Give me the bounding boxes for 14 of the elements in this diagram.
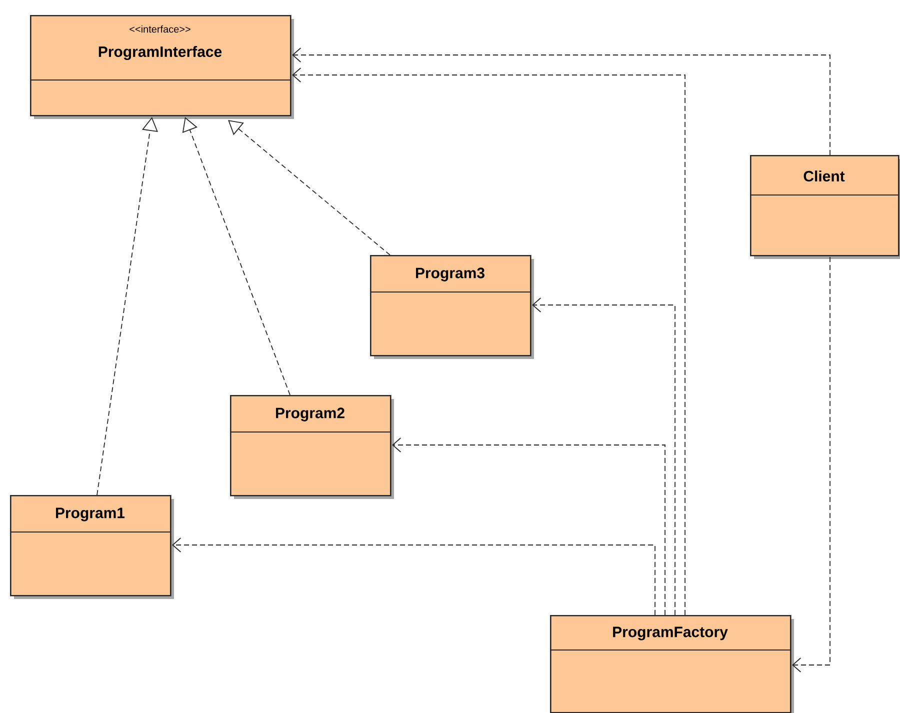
dependency-arrow [292, 68, 686, 616]
dependency-arrow [172, 538, 656, 616]
dependency-arrow [392, 438, 666, 616]
dependency-arrow [532, 298, 676, 616]
realization-arrow [228, 120, 390, 256]
class-box: Program2 [230, 395, 394, 499]
dependency-arrow [292, 48, 830, 156]
realization-arrow [182, 117, 290, 396]
class-box: Program3 [370, 255, 534, 359]
class-box: Program1 [10, 495, 174, 599]
class-box: Client [750, 155, 900, 259]
dependency-arrow [792, 256, 830, 672]
class-box: ProgramFactory [550, 615, 794, 713]
class-box: <<interface>> ProgramInterface [30, 15, 294, 119]
